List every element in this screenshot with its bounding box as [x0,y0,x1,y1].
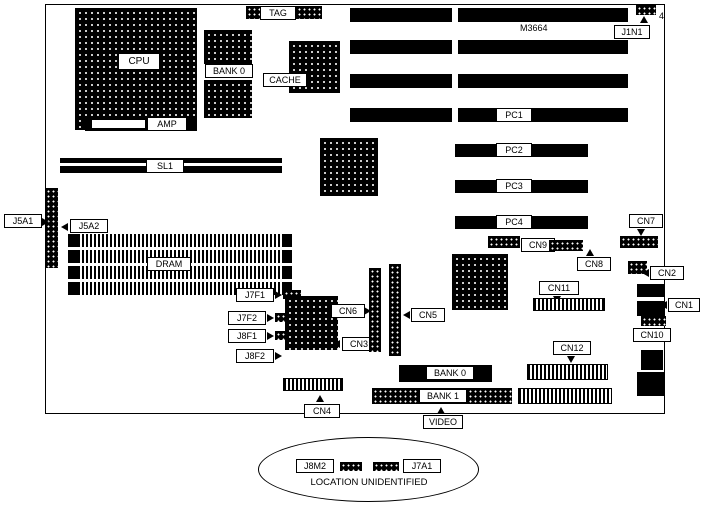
j7f2-label: J7F2 [228,311,266,325]
j7f1-arrow [275,291,282,299]
j7a1-label: J7A1 [403,459,441,473]
cn11-label: CN11 [539,281,579,295]
cn1-label: CN1 [668,298,700,312]
video-label: VIDEO [423,415,463,429]
cn2-label: CN2 [650,266,684,280]
dram-socket [68,234,292,247]
j1n1-label: J1N1 [614,25,650,39]
j5a1-label: J5A1 [4,214,42,228]
j8f1-arrow [267,332,274,340]
cn6-label: CN6 [331,304,365,318]
pc2-label: PC2 [496,143,532,157]
j7f2-arrow [267,314,274,322]
pin-header-connector [518,388,612,404]
isa-slot-segment [350,108,452,122]
cn5-label: CN5 [411,308,445,322]
j1n1-pin4-text: 4 [659,11,665,21]
dram-socket [68,266,292,279]
j5a1-arrow [42,218,49,226]
cn8-connector [549,240,583,251]
cn4-arrow [316,395,324,402]
cn12-label: CN12 [553,341,591,355]
bank0-top-label: BANK 0 [205,64,253,78]
j5a2-arrow [61,223,68,231]
pc1-slot [458,108,628,122]
cn10-label: CN10 [633,328,671,342]
cn5-arrow [403,311,410,319]
j5a2-label: J5A2 [70,219,108,233]
amp-slot [92,120,145,128]
cn8-label: CN8 [577,257,611,271]
cache-label: CACHE [263,73,307,87]
j8f2-arrow [275,352,282,360]
cn1-connector-upper [637,284,664,297]
dram-label: DRAM [147,257,191,271]
cn1-arrow [660,301,667,309]
legend-note-text: LOCATION UNIDENTIFIED [310,477,428,488]
j5a1-connector [45,188,58,268]
cn7-label: CN7 [629,214,663,228]
legend-ellipse [258,437,479,502]
cn4-connector [283,378,343,391]
cn8-arrow [586,249,594,256]
cn11-connector [533,298,605,311]
cn5-connector [389,264,401,356]
bank0-chip-lower [204,80,252,118]
isa-slot-segment [350,40,452,54]
isa-slot-segment [350,74,452,88]
dram-socket [68,250,292,263]
isa-slot-segment [458,8,628,22]
j7f2-jumper [275,313,293,322]
tag-label: TAG [260,6,296,20]
j7f1-label: J7F1 [236,288,274,302]
chipset-chip [285,296,338,350]
pc1-label: PC1 [496,108,532,122]
cn9-connector [488,236,520,248]
cn7-arrow [637,229,645,236]
cpu-label: CPU [118,53,160,70]
j8f1-label: J8F1 [228,329,266,343]
cache-chip [289,41,340,93]
chip-marking-text: M3664 [520,23,548,33]
cn12-arrow [567,356,575,363]
bank0-bottom-label: BANK 0 [426,366,474,380]
pc4-label: PC4 [496,215,532,229]
cn12-connector [527,364,608,380]
cn3-arrow [333,340,340,348]
controller-chip [320,138,378,196]
sl1-label: SL1 [146,159,184,173]
j1n1-arrow [640,16,648,23]
cn6-connector [369,268,381,352]
cn7-connector [620,236,658,248]
isa-slot-segment [458,74,628,88]
bank1-label: BANK 1 [419,389,467,403]
j1n1-connector [636,5,656,15]
video-arrow [437,407,445,414]
j7a1-connector [373,462,399,471]
j8m2-connector [340,462,362,471]
cn4-label: CN4 [304,404,340,418]
io-connector-bottom [637,372,665,396]
pc3-label: PC3 [496,179,532,193]
isa-slot-segment [458,40,628,54]
cn10-connector [641,316,666,326]
cn1-connector-lower [637,301,664,316]
cn6-arrow [364,307,371,315]
j8m2-label: J8M2 [296,459,334,473]
chipset-chip-2 [452,254,508,310]
amp-label: AMP [147,117,187,131]
cn2-arrow [642,269,649,277]
j8f1-jumper [275,331,293,340]
isa-slot-segment [350,8,452,22]
j7f1-jumper [283,290,301,299]
io-connector-top [641,350,663,370]
j8f2-label: J8F2 [236,349,274,363]
bank0-chip-upper [204,30,252,64]
